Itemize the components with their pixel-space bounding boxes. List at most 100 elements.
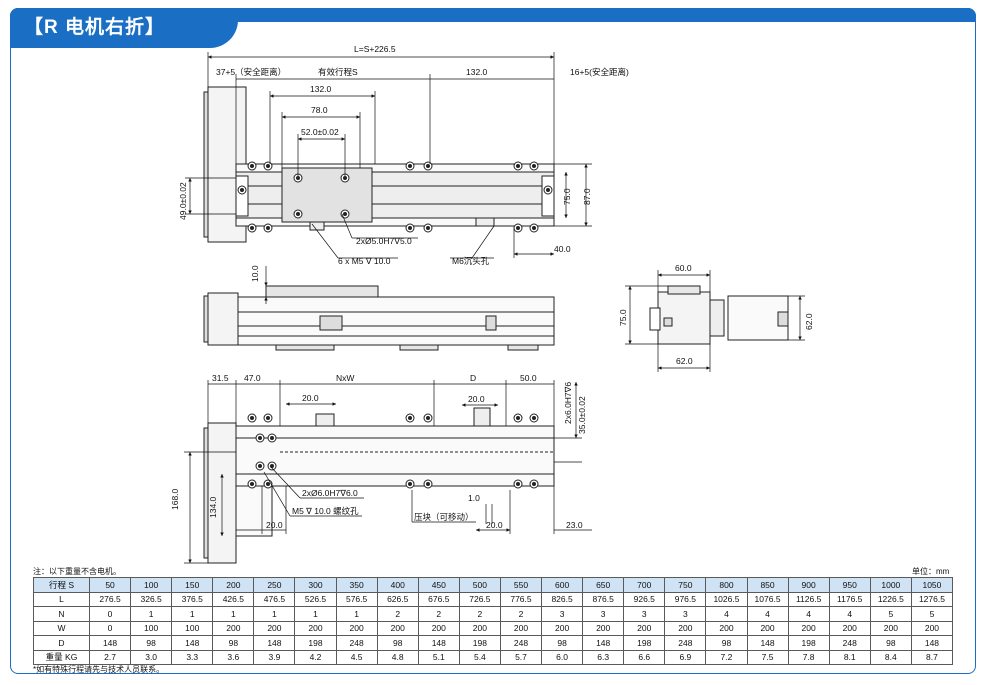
table-cell: 1226.5 bbox=[869, 591, 912, 607]
table-row-label: 行程 S bbox=[33, 577, 90, 593]
table-cell: 1 bbox=[171, 606, 214, 622]
table-cell: 700 bbox=[623, 577, 666, 593]
dim-10: 10.0 bbox=[250, 265, 260, 282]
table-cell: 426.5 bbox=[212, 591, 255, 607]
table-cell: 3 bbox=[623, 606, 666, 622]
table-cell: 98 bbox=[212, 635, 255, 651]
table-cell: 4.5 bbox=[335, 649, 378, 665]
table-cell: 4.8 bbox=[376, 649, 419, 665]
weight-note: 注：以下重量不含电机。 bbox=[33, 567, 121, 576]
table-row-label: D bbox=[33, 635, 90, 651]
table-cell: 550 bbox=[499, 577, 543, 593]
header-bar bbox=[10, 8, 976, 22]
table-cell: 400 bbox=[376, 577, 419, 593]
table-cell: 148 bbox=[910, 635, 954, 651]
dim-d: D bbox=[470, 373, 476, 383]
table-cell: 248 bbox=[828, 635, 871, 651]
dim-1: 1.0 bbox=[468, 493, 480, 503]
table-cell: 100 bbox=[171, 620, 214, 636]
table-cell: 376.5 bbox=[171, 591, 214, 607]
table-cell: 6.0 bbox=[541, 649, 584, 665]
table-cell: 0 bbox=[88, 606, 132, 622]
dim-20-d: 20.0 bbox=[486, 520, 503, 530]
table-cell: 900 bbox=[787, 577, 830, 593]
table-cell: 148 bbox=[417, 635, 460, 651]
table-cell: 200 bbox=[746, 620, 789, 636]
table-cell: 826.5 bbox=[541, 591, 584, 607]
dim-20-c: 20.0 bbox=[266, 520, 283, 530]
table-cell: 1 bbox=[335, 606, 378, 622]
dim-132-right: 132.0 bbox=[466, 67, 488, 77]
table-cell: 1 bbox=[130, 606, 173, 622]
table-cell: 2 bbox=[458, 606, 501, 622]
dim-49: 49.0±0.02 bbox=[178, 182, 188, 220]
table-cell: 3 bbox=[541, 606, 584, 622]
label-m6: M6沉头孔 bbox=[452, 256, 490, 266]
bottom-view bbox=[203, 407, 555, 564]
table-cell: 150 bbox=[171, 577, 214, 593]
table-cell: 98 bbox=[541, 635, 584, 651]
table-cell: 200 bbox=[664, 620, 707, 636]
side-view bbox=[203, 285, 555, 351]
table-cell: 200 bbox=[294, 620, 337, 636]
table-cell: 3.9 bbox=[253, 649, 296, 665]
label-tap-hole: 6 x M5 ∇ 10.0 bbox=[338, 256, 391, 266]
table-cell: 5 bbox=[869, 606, 912, 622]
table-cell: 200 bbox=[335, 620, 378, 636]
dim-62-bottom: 62.0 bbox=[676, 356, 693, 366]
table-cell: 500 bbox=[458, 577, 501, 593]
table-cell: 976.5 bbox=[664, 591, 707, 607]
table-cell: 3 bbox=[582, 606, 625, 622]
table-cell: 50 bbox=[88, 577, 132, 593]
table-cell: 200 bbox=[417, 620, 460, 636]
table-cell: 576.5 bbox=[335, 591, 378, 607]
table-cell: 198 bbox=[458, 635, 501, 651]
table-cell: 148 bbox=[253, 635, 296, 651]
dim-31-5: 31.5 bbox=[212, 373, 229, 383]
table-cell: 726.5 bbox=[458, 591, 501, 607]
dim-50: 50.0 bbox=[520, 373, 537, 383]
dim-52: 52.0±0.02 bbox=[301, 127, 339, 137]
table-cell: 98 bbox=[376, 635, 419, 651]
table-cell: 8.7 bbox=[910, 649, 954, 665]
table-cell: 850 bbox=[746, 577, 789, 593]
dim-60: 60.0 bbox=[675, 263, 692, 273]
table-cell: 2.7 bbox=[88, 649, 132, 665]
table-cell: 200 bbox=[499, 620, 543, 636]
table-cell: 198 bbox=[623, 635, 666, 651]
table-cell: 526.5 bbox=[294, 591, 337, 607]
table-cell: 1076.5 bbox=[746, 591, 789, 607]
table-cell: 1 bbox=[212, 606, 255, 622]
table-cell: 98 bbox=[869, 635, 912, 651]
dim-total-length: L=S+226.5 bbox=[354, 44, 396, 54]
dim-132-inner: 132.0 bbox=[310, 84, 332, 94]
table-cell: 200 bbox=[623, 620, 666, 636]
table-cell: 98 bbox=[130, 635, 173, 651]
table-cell: 4 bbox=[787, 606, 830, 622]
label-clamp: 压块（可移动） bbox=[414, 512, 474, 522]
table-cell: 926.5 bbox=[623, 591, 666, 607]
table-row-label: L bbox=[33, 591, 90, 607]
table-cell: 100 bbox=[130, 577, 173, 593]
dim-20-a: 20.0 bbox=[302, 393, 319, 403]
table-cell: 600 bbox=[541, 577, 584, 593]
dim-87: 87.0 bbox=[582, 188, 592, 205]
dim-35: 35.0±0.02 bbox=[577, 396, 587, 434]
table-cell: 8.4 bbox=[869, 649, 912, 665]
table-cell: 7.2 bbox=[705, 649, 748, 665]
table-cell: 2 bbox=[499, 606, 543, 622]
table-cell: 5.7 bbox=[499, 649, 543, 665]
table-cell: 350 bbox=[335, 577, 378, 593]
table-cell: 6.3 bbox=[582, 649, 625, 665]
footer-note: *如有特殊行程请先与技术人员联系。 bbox=[33, 665, 165, 674]
table-cell: 1026.5 bbox=[705, 591, 748, 607]
table-cell: 248 bbox=[664, 635, 707, 651]
dim-75-end: 75.0 bbox=[618, 309, 628, 326]
table-cell: 200 bbox=[910, 620, 954, 636]
table-cell: 148 bbox=[88, 635, 132, 651]
table-cell: 2 bbox=[376, 606, 419, 622]
